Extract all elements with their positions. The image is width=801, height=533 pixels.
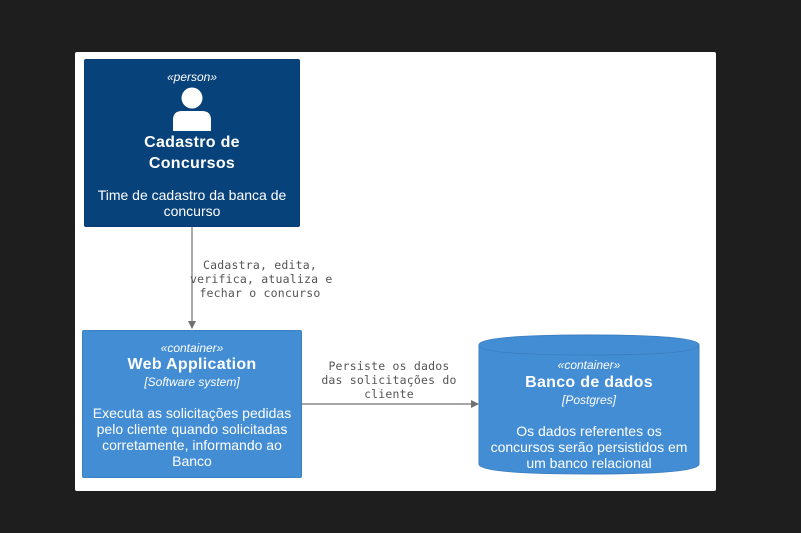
container-web-application[interactable]: «container» Web Application [Software sy… bbox=[82, 330, 302, 478]
edge-label-line: fechar o concurso bbox=[199, 286, 321, 300]
person-description: Time de cadastro da banca de concurso bbox=[97, 187, 287, 219]
database-cylinder-shape bbox=[478, 334, 700, 475]
database-description: Os dados referentes os concursos serão p… bbox=[490, 423, 688, 471]
edge-label-line: Cadastra, edita, bbox=[203, 258, 317, 272]
edge-label-line: Persiste os dados bbox=[328, 359, 450, 373]
webapp-stereotype: «container» bbox=[160, 341, 224, 355]
database-title: Banco de dados bbox=[525, 374, 653, 391]
database-stereotype: «container» bbox=[557, 358, 621, 372]
container-banco-de-dados[interactable]: «container» Banco de dados [Postgres] Os… bbox=[478, 334, 700, 475]
person-title-line2: Concursos bbox=[148, 155, 236, 172]
edge-label-person-to-webapp: Cadastra, edita, verifica, atualiza e fe… bbox=[190, 258, 333, 300]
person-icon bbox=[173, 87, 211, 131]
edge-label-line: verifica, atualiza e bbox=[190, 272, 333, 286]
edge-label-line: das solicitações do bbox=[321, 373, 457, 387]
webapp-technology: [Software system] bbox=[144, 375, 240, 389]
person-stereotype: «person» bbox=[166, 70, 218, 84]
database-technology: [Postgres] bbox=[561, 393, 617, 407]
webapp-description: Executa as solicitações pedidas pelo cli… bbox=[92, 405, 292, 469]
diagram-canvas: «person» Cadastro de Concursos Time de c… bbox=[75, 52, 716, 491]
edge-label-webapp-to-database: Persiste os dados das solicitações do cl… bbox=[318, 359, 460, 401]
person-title-line1: Cadastro de bbox=[144, 134, 240, 151]
webapp-title: Web Application bbox=[127, 356, 257, 373]
edge-label-line: cliente bbox=[364, 387, 414, 401]
person-cadastro-de-concursos[interactable]: «person» Cadastro de Concursos Time de c… bbox=[84, 59, 300, 227]
relationship-lines bbox=[188, 227, 479, 408]
